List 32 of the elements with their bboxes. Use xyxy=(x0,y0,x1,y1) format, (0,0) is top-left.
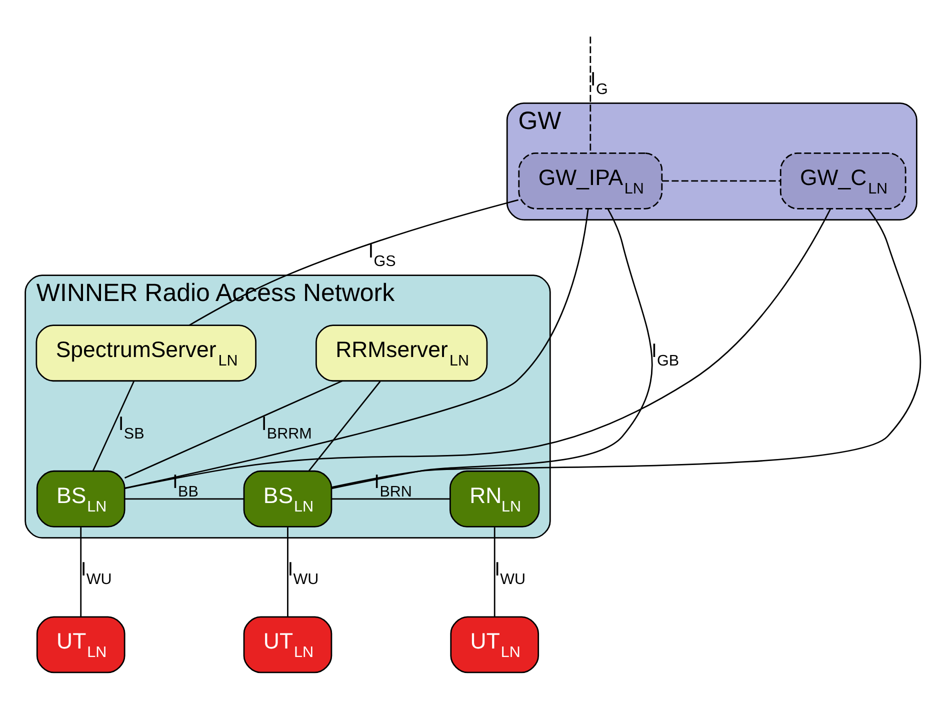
connector xyxy=(124,208,589,489)
node-box: SpectrumServer$_{LN}$ xyxy=(36,324,256,382)
connector xyxy=(188,199,518,326)
edge-label: I$_{WU}$ xyxy=(80,558,112,588)
node-box: BS$_{LN}$ xyxy=(243,470,332,528)
edge-label: I$_{G}$ xyxy=(590,68,608,98)
edge-label: I$_{WU}$ xyxy=(494,558,526,588)
connector xyxy=(662,180,780,182)
connector xyxy=(332,208,653,490)
edge-label: I$_{SB}$ xyxy=(118,412,144,442)
node-box: GW_IPA$_{LN}$ xyxy=(518,152,663,210)
connector xyxy=(92,381,134,472)
node-box: RRMserver$_{LN}$ xyxy=(316,324,488,382)
connector xyxy=(308,380,381,472)
node-box: UT$_{LN}$ xyxy=(450,616,540,674)
node-box: UT$_{LN}$ xyxy=(243,616,332,674)
connector xyxy=(287,527,288,616)
connector xyxy=(124,208,832,490)
edge-label: I$_{GB}$ xyxy=(651,340,680,370)
connector xyxy=(590,36,592,153)
connector xyxy=(494,527,496,616)
edge-label: I$_{GS}$ xyxy=(368,240,396,270)
edge-label: I$_{WU}$ xyxy=(288,558,319,588)
connector xyxy=(124,380,343,479)
edge-label: I$_{BRRM}$ xyxy=(261,412,312,442)
node-box: RN$_{LN}$ xyxy=(449,470,540,528)
node-box: GW_C$_{LN}$ xyxy=(780,152,906,210)
node-box: BS$_{LN}$ xyxy=(36,470,126,528)
connector xyxy=(332,498,450,500)
connector xyxy=(80,527,82,616)
node-box: UT$_{LN}$ xyxy=(36,616,126,674)
connector xyxy=(124,498,244,500)
